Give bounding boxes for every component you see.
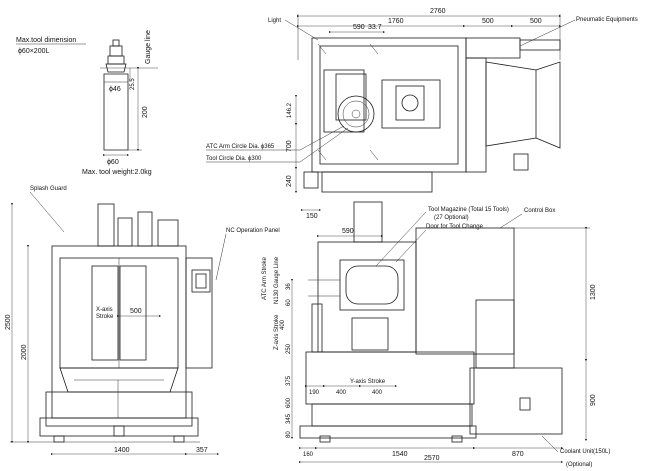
side-dim-600: 600: [286, 397, 292, 408]
pneumatic-label: Pneumatic Equipments: [576, 17, 638, 23]
magazine-label-1: Tool Magazine (Total 15 Tools): [428, 207, 509, 213]
magazine-label-2: (27 Optional): [434, 215, 469, 221]
top-dim-500a: 500: [482, 18, 494, 25]
top-view-section: 2760 1760 500 500 590 33.7 Light Pneumat…: [206, 8, 638, 220]
front-dim-500: 500: [130, 308, 142, 315]
side-dim-36: 36: [286, 283, 292, 290]
side-dim-400a: 400: [336, 390, 347, 396]
nc-panel-label: NC Operation Panel: [226, 228, 280, 234]
tool-dimension-size: ϕ60×200L: [18, 48, 49, 55]
x-stroke-label-1: X-axis: [96, 307, 113, 313]
light-label: Light: [268, 18, 281, 24]
side-dim-160: 160: [303, 452, 314, 458]
atc-stroke-label: ATC Arm Stroke: [262, 256, 268, 300]
side-dim-345: 345: [286, 413, 292, 424]
side-dim-1300: 1300: [590, 284, 597, 300]
top-dim-150: 150: [306, 213, 318, 220]
tool-dimension-title: Max.tool dimension: [16, 37, 76, 44]
top-dim-1760: 1760: [388, 18, 404, 25]
splash-guard-label: Splash Guard: [30, 186, 67, 192]
tool-circle-label: Tool Circle Dia. ϕ300: [206, 156, 262, 162]
gauge-line-label: Gauge line: [145, 30, 152, 64]
tool-diameter-46: ϕ46: [109, 86, 121, 93]
side-dim-870: 870: [512, 451, 524, 458]
side-dim-900: 900: [590, 394, 597, 406]
y-stroke-label: Y-axis Stroke: [350, 379, 386, 385]
side-dim-190: 190: [309, 390, 320, 396]
side-dim-400b: 400: [372, 390, 383, 396]
front-view-section: Splash Guard NC Operation Panel: [5, 186, 280, 456]
tool-diameter-60: ϕ60: [107, 159, 119, 166]
door-label: Door for Tool Change: [426, 224, 484, 230]
side-dim-60: 60: [286, 299, 292, 306]
top-view-machine: [303, 37, 561, 193]
side-dim-2570: 2570: [424, 455, 440, 462]
gauge-line-side-label: N130 Gauge Line: [274, 256, 280, 304]
side-dim-590: 590: [342, 228, 354, 235]
front-dim-2000: 2000: [21, 344, 28, 360]
z-stroke-label: Z-axis Stroke: [274, 314, 280, 350]
top-dim-700: 700: [286, 140, 293, 152]
atc-arm-label: ATC Arm Circle Dia. ϕ365: [206, 144, 275, 150]
coolant-label-1: Coolant Unit(150L): [560, 449, 610, 455]
tool-length-200: 200: [142, 106, 149, 118]
side-view-machine: [299, 201, 563, 443]
top-dim-337: 33.7: [368, 24, 382, 31]
side-dim-80: 80: [286, 431, 292, 438]
x-stroke-label-2: Stroke: [96, 314, 114, 320]
front-dim-2500: 2500: [5, 314, 12, 330]
front-view-machine: [39, 203, 213, 443]
side-view-section: Tool Magazine (Total 15 Tools) (27 Optio…: [262, 201, 610, 468]
top-dim-500b: 500: [530, 18, 542, 25]
top-dim-590: 590: [353, 24, 365, 31]
coolant-label-2: (Optional): [566, 462, 592, 468]
control-box-label: Control Box: [524, 208, 555, 214]
top-dim-1462: 146.2: [287, 102, 293, 118]
top-dim-2760: 2760: [430, 8, 446, 15]
front-dim-1400: 1400: [114, 447, 130, 454]
side-dim-375: 375: [286, 375, 292, 386]
tool-holder-drawing: [103, 39, 129, 151]
tool-weight: Max. tool weight:2.0kg: [82, 169, 152, 176]
tool-length-255: 25.5: [130, 78, 136, 90]
top-dim-240: 240: [286, 175, 293, 187]
tool-dimension-section: Max.tool dimension ϕ60×200L Gauge line 2…: [16, 30, 158, 176]
side-dim-400z: 400: [280, 319, 286, 330]
side-dim-250: 250: [286, 343, 292, 354]
side-dim-1540: 1540: [392, 451, 408, 458]
front-dim-357: 357: [196, 447, 208, 454]
